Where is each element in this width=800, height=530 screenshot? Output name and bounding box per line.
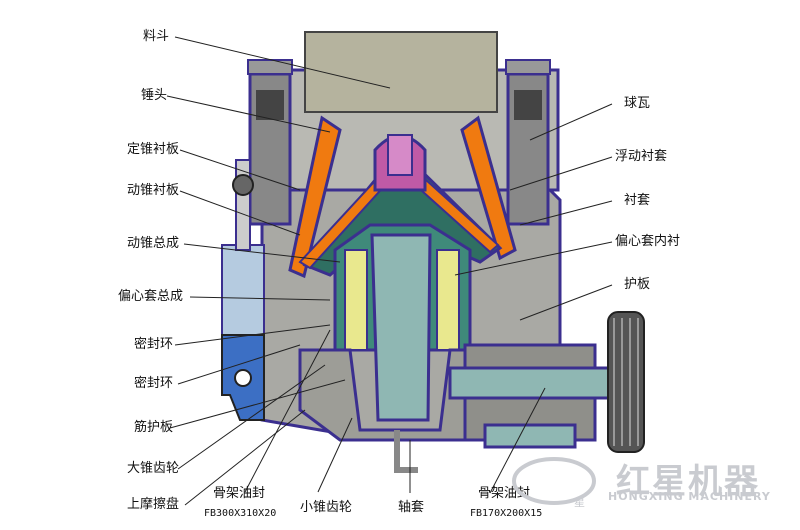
label-moving-cone-liner: 动锥衬板 xyxy=(127,183,180,198)
label-eccentric-assembly: 偏心套总成 xyxy=(118,289,184,304)
brand-logo-char: 星 xyxy=(574,496,585,509)
brand-name-cn: 红星机器 xyxy=(616,462,760,502)
label-eccentric-inner-liner: 偏心套内衬 xyxy=(615,234,681,249)
label-seal-ring-2: 密封环 xyxy=(134,376,174,391)
right-bolt-head xyxy=(514,90,542,120)
label-rib-guard: 筋护板 xyxy=(134,420,174,435)
label-guard-plate: 护板 xyxy=(624,277,651,292)
label-shaft-sleeve: 轴套 xyxy=(398,500,425,515)
label-liner: 衬套 xyxy=(624,193,651,208)
label-ball-bearing: 球瓦 xyxy=(624,96,651,111)
pulley xyxy=(607,311,645,453)
label-oil-seal-2-spec: FB170X200X15 xyxy=(470,508,543,519)
label-oil-seal-1-spec: FB300X310X20 xyxy=(204,508,277,519)
fixed-cone-liner xyxy=(288,115,517,279)
label-hammer: 锤头 xyxy=(141,88,168,103)
hydraulic-cylinder xyxy=(221,244,265,336)
label-oil-seal-1: 骨架油封 xyxy=(213,486,266,501)
oil-pipe xyxy=(394,430,418,473)
leader-lines xyxy=(166,36,613,506)
label-hopper: 料斗 xyxy=(143,29,170,44)
label-moving-cone-assembly: 动锥总成 xyxy=(127,236,180,251)
left-nut xyxy=(247,59,293,75)
countershaft xyxy=(448,366,612,400)
label-seal-ring-1: 密封环 xyxy=(134,337,174,352)
countershaft-lower xyxy=(483,423,577,449)
label-small-bevel-gear: 小锥齿轮 xyxy=(300,500,353,515)
label-large-bevel-gear: 大锥齿轮 xyxy=(127,461,180,476)
label-floating-liner: 浮动衬套 xyxy=(615,149,668,164)
left-bolt-head xyxy=(256,90,284,120)
cylinder-top-joint xyxy=(232,174,254,196)
brand-watermark: 星 红星机器 HONGXING MACHINERY xyxy=(512,452,792,510)
label-upper-friction-disc: 上摩擦盘 xyxy=(127,497,180,512)
cylinder-rod xyxy=(235,159,251,251)
brand-logo-icon: 星 xyxy=(512,457,596,509)
cylinder-pin xyxy=(234,369,252,387)
ball-bearing-bolt xyxy=(387,134,413,176)
brand-name-en: HONGXING MACHINERY xyxy=(608,490,771,503)
label-fixed-cone-liner: 定锥衬板 xyxy=(127,142,180,157)
hopper xyxy=(304,31,498,113)
main-shaft xyxy=(370,233,432,422)
eccentric-sleeve-left xyxy=(344,249,368,351)
eccentric-sleeve-right xyxy=(436,249,460,351)
right-nut xyxy=(505,59,551,75)
